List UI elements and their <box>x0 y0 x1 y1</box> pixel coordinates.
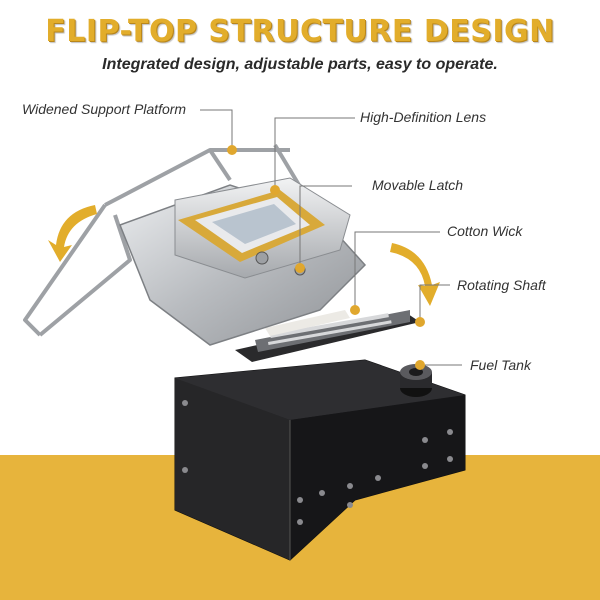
callout-label-lens: High-Definition Lens <box>360 109 487 125</box>
callout-label-support-platform: Widened Support Platform <box>22 101 187 117</box>
rotate-right-arrow-icon <box>390 243 440 306</box>
lens-window <box>178 190 325 262</box>
callout-label-shaft: Rotating Shaft <box>457 277 546 293</box>
callout-lines <box>200 109 462 366</box>
callout-label-wick: Cotton Wick <box>447 223 523 239</box>
fuel-tank-cap <box>400 364 432 397</box>
callout-label-fuel-tank: Fuel Tank <box>470 357 531 373</box>
callout-dots <box>227 145 425 370</box>
callout-label-latch: Movable Latch <box>372 177 464 193</box>
burner-tray <box>235 310 420 362</box>
stove-base <box>174 359 466 561</box>
page-subtitle: Integrated design, adjustable parts, eas… <box>102 56 498 73</box>
rotate-left-arrow-icon <box>48 205 97 262</box>
page-title: FLIP-TOP STRUCTURE DESIGN <box>45 14 555 49</box>
